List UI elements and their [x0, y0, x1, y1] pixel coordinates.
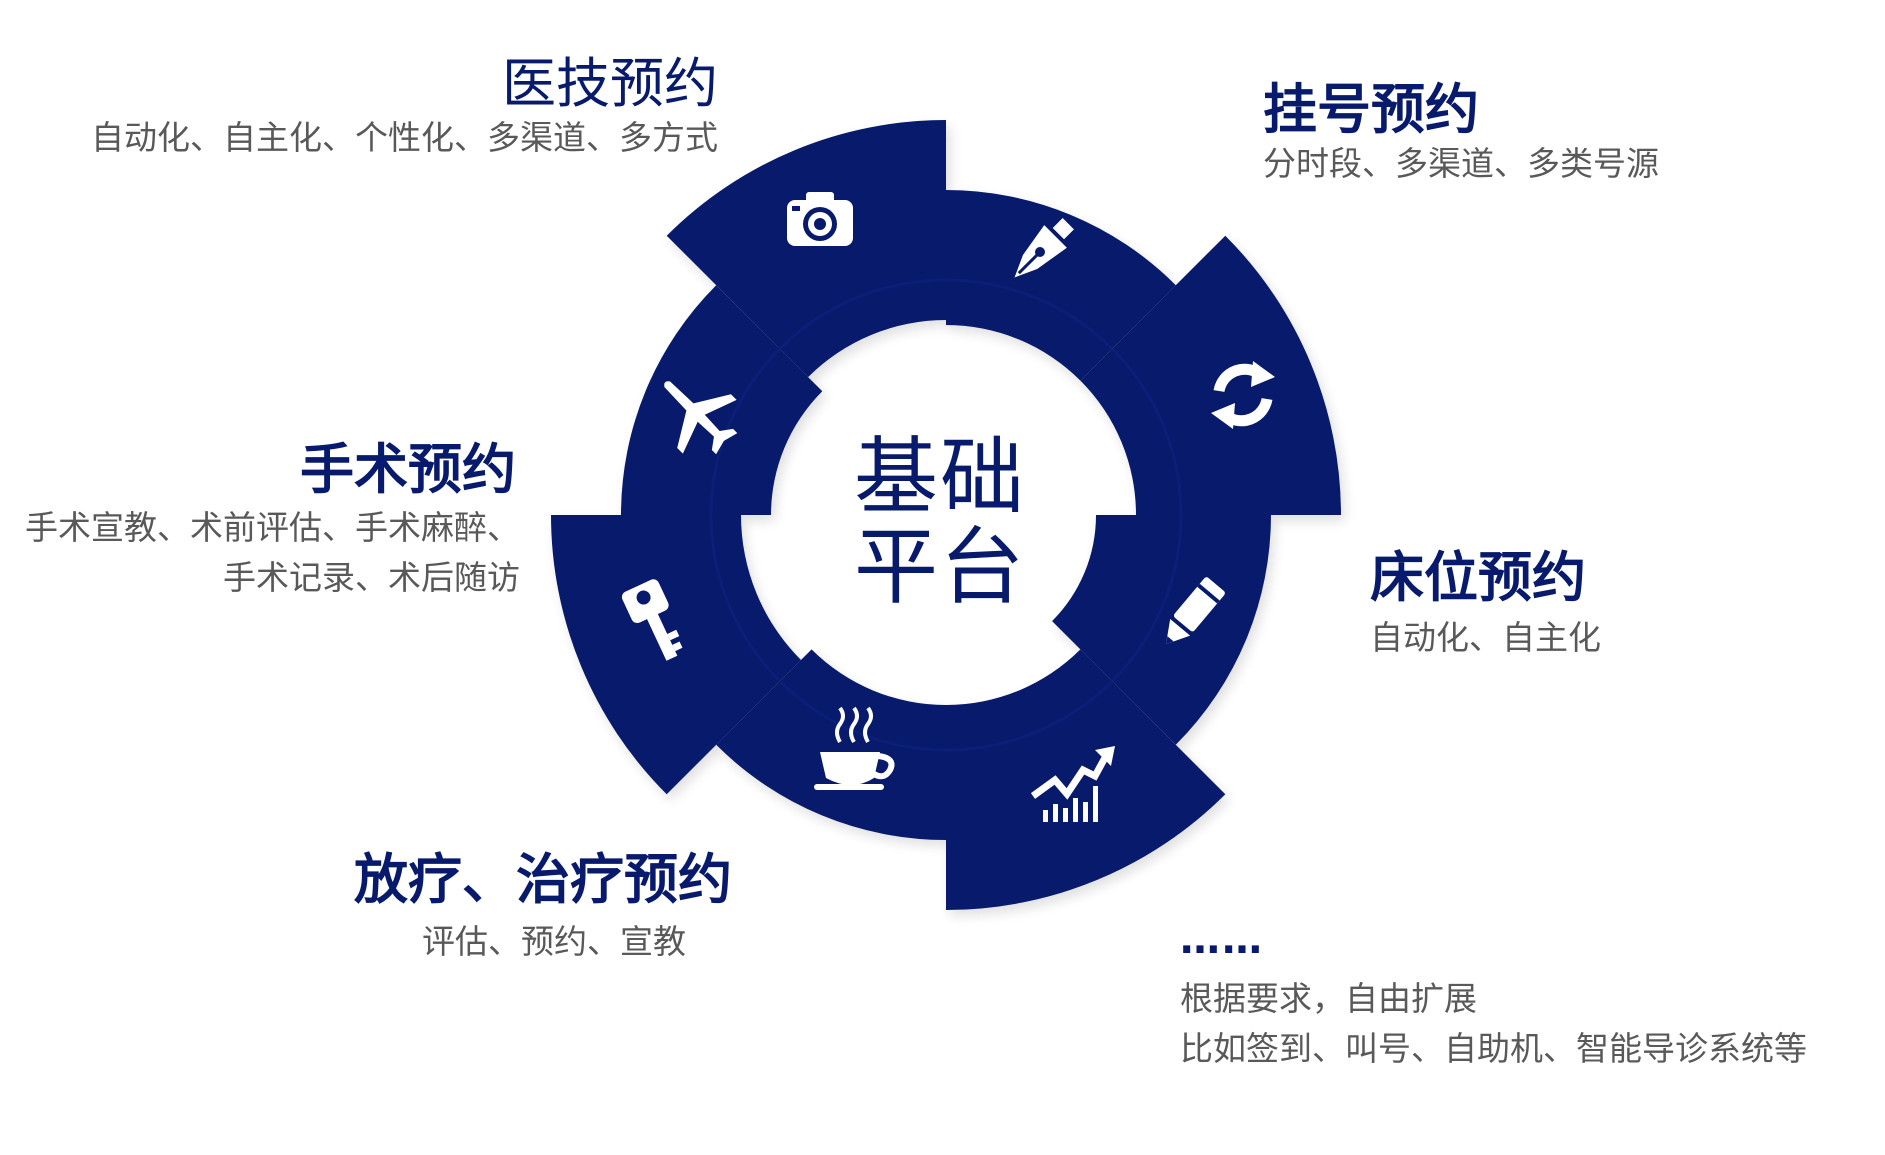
label-title: 挂号预约: [1263, 78, 1479, 141]
trend-chart-icon: [1030, 746, 1115, 822]
segment-bed: [1080, 235, 1341, 515]
label-radiotherapy: 放疗、治疗预约 评估、预约、宣教: [354, 850, 754, 967]
label-medical-tech: 医技预约 自动化、自主化、个性化、多渠道、多方式: [80, 54, 718, 163]
label-desc: 自动化、自主化、个性化、多渠道、多方式: [91, 118, 718, 158]
ring-segments: [551, 120, 1345, 916]
label-title: 放疗、治疗预约: [354, 848, 732, 911]
refresh-icon: [1211, 361, 1275, 429]
pen-nib-icon: [1014, 218, 1074, 278]
ring-icons: [621, 192, 1275, 822]
segment-medical-tech: [666, 120, 946, 378]
label-desc-line1: 根据要求，自由扩展: [1180, 979, 1477, 1018]
label-desc-line1: 手术宣教、术前评估、手术麻醉、: [25, 508, 520, 548]
label-desc: 分时段、多渠道、多类号源: [1263, 144, 1659, 184]
segment-registration: [946, 190, 1176, 381]
label-extension: …… 根据要求，自由扩展 比如签到、叫号、自助机、智能导诊系统等: [1180, 918, 1807, 1073]
label-bed: 床位预约 自动化、自主化: [1370, 548, 1601, 663]
coffee-cup-icon: [814, 706, 895, 790]
segment-radiotherapy-left: [716, 649, 946, 840]
label-desc-line2: 比如签到、叫号、自助机、智能导诊系统等: [1180, 1028, 1807, 1068]
label-title: 手术预约: [300, 438, 516, 501]
airplane-icon: [664, 381, 738, 455]
label-desc: 评估、预约、宣教: [422, 922, 686, 962]
segment-radiotherapy-right: [946, 649, 1226, 910]
camera-icon: [787, 192, 853, 246]
label-desc: 自动化、自主化: [1370, 618, 1601, 658]
label-surgery: 手术预约 手术宣教、术前评估、手术麻醉、 手术记录、术后随访: [20, 440, 520, 602]
label-title: 医技预约: [502, 52, 718, 115]
key-icon: [621, 579, 683, 661]
inner-ring-line: [709, 278, 1183, 752]
center-title-line1: 基础: [853, 428, 1026, 526]
label-title: ……: [1180, 917, 1264, 963]
label-title: 床位预约: [1370, 546, 1586, 609]
pencil-icon: [1166, 577, 1225, 645]
label-desc-line2: 手术记录、术后随访: [223, 557, 520, 597]
label-registration: 挂号预约 分时段、多渠道、多类号源: [1263, 80, 1659, 189]
segment-extension: [1052, 515, 1271, 745]
center-title-line2: 平台: [853, 518, 1026, 616]
